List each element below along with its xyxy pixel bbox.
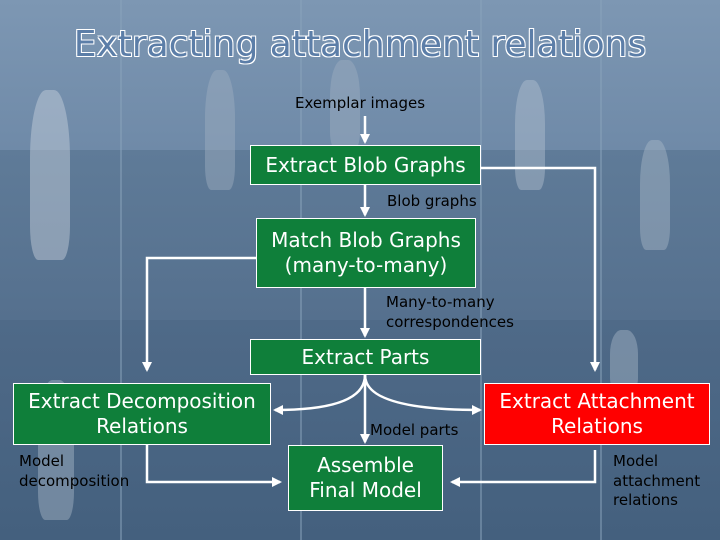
label-many-to-many: Many-to-many correspondences [386,293,514,332]
arrow-match-to-decomposition [142,256,256,372]
box-extract-attachment-relations: Extract Attachment Relations [484,383,710,445]
box-assemble-line1: Assemble [317,453,414,477]
box-extract-attachment-line2: Relations [551,414,643,438]
page-title: Extracting attachment relations [73,24,647,65]
label-many-to-many-line1: Many-to-many [386,293,495,311]
label-many-to-many-line2: correspondences [386,312,514,331]
box-extract-parts: Extract Parts [250,339,481,375]
label-model-decomposition-line2: decomposition [19,471,130,490]
box-assemble-final-model: Assemble Final Model [288,445,443,511]
box-extract-blob-graphs-label: Extract Blob Graphs [265,152,466,177]
label-blob-graphs: Blob graphs [387,192,477,210]
arrow-parts-to-decomposition [273,374,367,415]
box-match-blob-graphs-line2: (many-to-many) [284,253,448,277]
box-assemble-line2: Final Model [309,478,422,502]
label-model-decomposition: Model decomposition [19,452,129,491]
label-model-parts: Model parts [370,421,459,439]
box-extract-attachment-line1: Extract Attachment [499,389,695,413]
box-extract-parts-label: Extract Parts [301,344,430,369]
arrow-blob-to-attachment [481,166,600,372]
label-model-decomposition-line1: Model [19,452,65,470]
arrow-parts-to-attachment [363,374,482,415]
box-extract-decomposition-relations: Extract Decomposition Relations [13,383,271,445]
box-extract-decomposition-line1: Extract Decomposition [28,389,256,413]
label-model-attachment-line3: relations [613,491,678,509]
arrow-attachment-to-assemble [450,450,597,487]
box-match-blob-graphs-line1: Match Blob Graphs [271,228,461,252]
label-model-attachment-relations: Model attachment relations [613,452,700,511]
box-match-blob-graphs: Match Blob Graphs (many-to-many) [256,218,476,288]
label-exemplar-images: Exemplar images [295,94,426,112]
label-model-attachment-line2: attachment [613,471,701,490]
arrow-decomposition-to-assemble [145,445,282,487]
box-extract-decomposition-line2: Relations [96,414,188,438]
label-model-attachment-line1: Model [613,452,659,470]
box-extract-blob-graphs: Extract Blob Graphs [250,145,481,185]
